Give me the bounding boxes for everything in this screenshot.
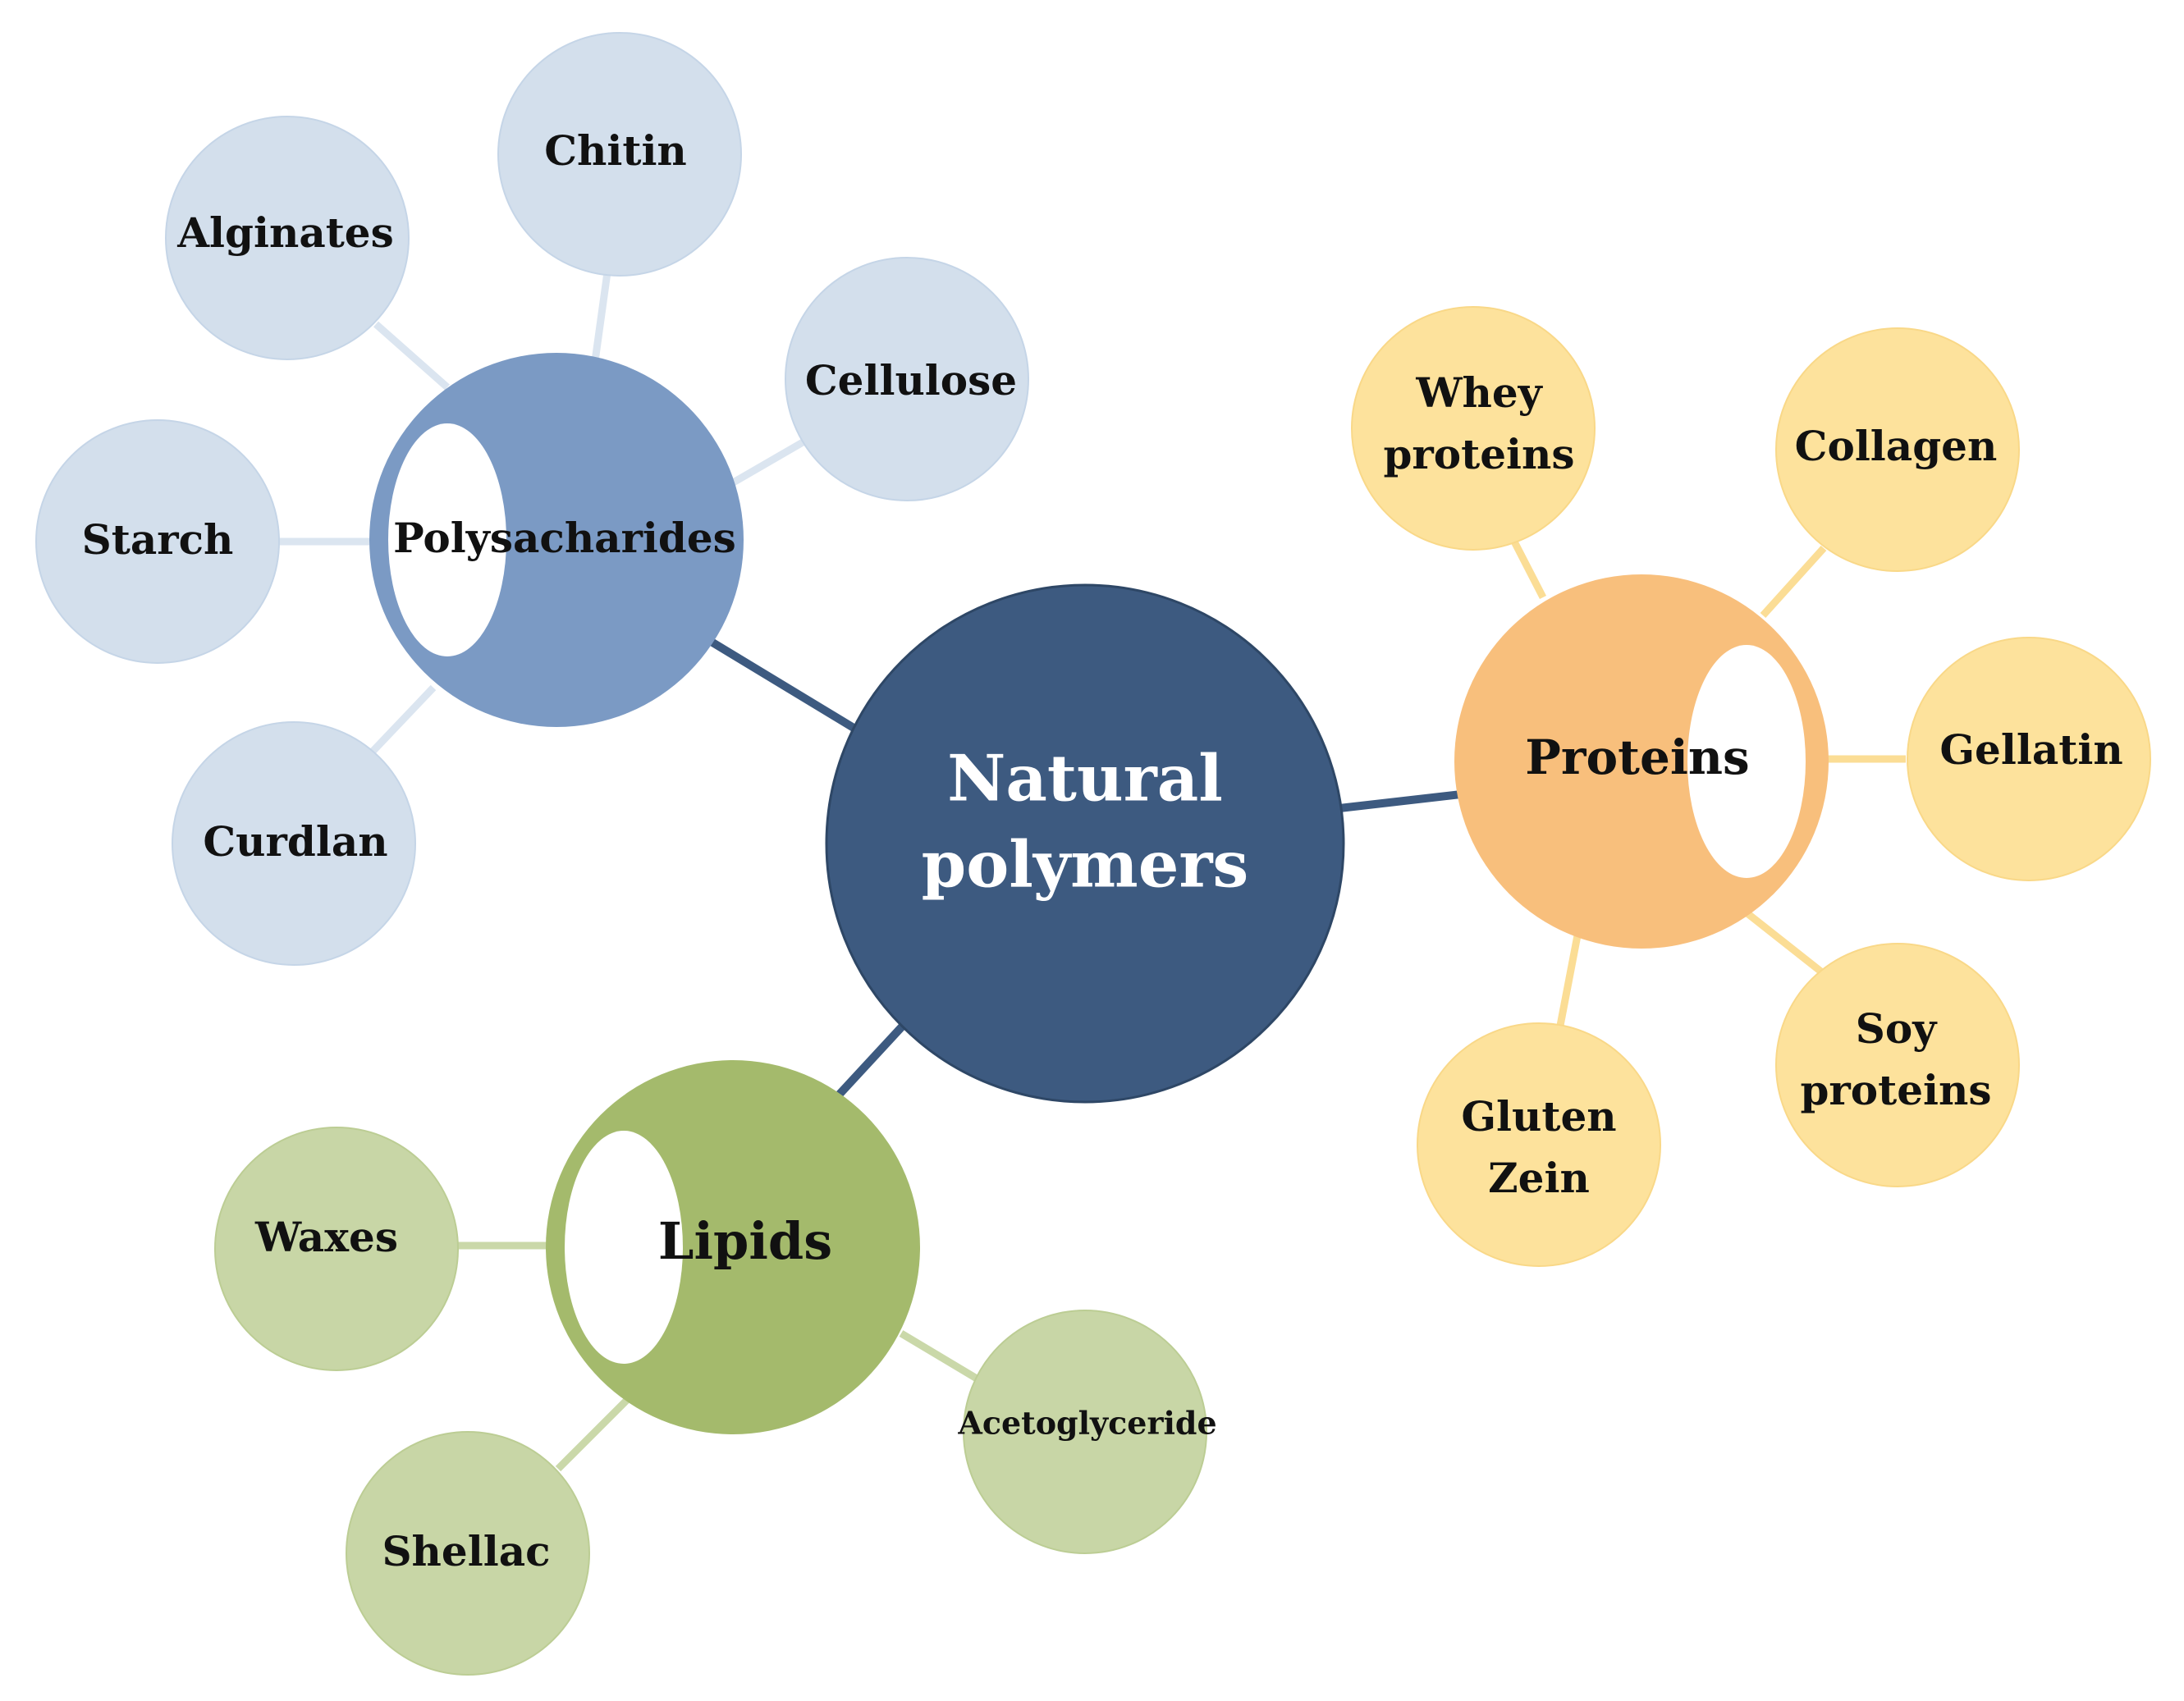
leaf-soy-label-line2: proteins [1800,1066,1991,1114]
link-center-proteins [1339,790,1462,812]
leaf-soy-circle [1775,943,2020,1187]
link-center-lipids [830,1022,906,1104]
leaf-curdlan: Curdlan [172,721,416,966]
center-node: Natural polymers [825,583,1345,1104]
leaf-chitin-label: Chitin [544,126,687,175]
leaf-chitin: Chitin [497,32,742,277]
leaf-collagen: Collagen [1775,327,2020,572]
leaf-alginates: Alginates [165,116,410,360]
leaf-alginates-circle [165,116,410,360]
lipids-leaves: Waxes Shellac Acetoglyceride [214,1127,1217,1676]
hub-proteins-label: Proteins [1525,729,1749,785]
leaf-acetoglyceride: Acetoglyceride [957,1310,1217,1554]
center-label-line2: polymers [922,828,1249,903]
leaf-whey-label-line1: Whey [1415,368,1543,417]
leaf-soy-label-line1: Soy [1856,1004,1938,1053]
leaf-shellac-circle [346,1431,590,1676]
link-proteins-gluten [1555,935,1582,1031]
leaf-starch-label: Starch [82,515,234,564]
hub-polysaccharides: Polysacharides [369,353,744,727]
link-proteins-soy [1742,908,1825,976]
hub-polysaccharides-label: Polysacharides [393,514,736,562]
leaf-gellatin: Gellatin [1907,637,2151,881]
link-proteins-collagen [1760,545,1827,619]
link-lipids-shellac [555,1396,631,1472]
link-poly-chitin [591,272,611,362]
lipids-connectors [456,1241,979,1472]
leaf-waxes-circle [214,1127,459,1371]
leaf-alginates-label: Alginates [176,208,394,257]
leaf-curdlan-label: Curdlan [203,817,387,866]
leaf-cellulose-label: Cellulose [805,356,1017,405]
leaf-shellac-label: Shellac [382,1527,550,1575]
hub-lipids-cutout [565,1131,683,1364]
link-poly-curdlan [366,684,437,758]
leaf-collagen-label: Collagen [1795,422,1998,470]
leaf-cellulose: Cellulose [785,257,1029,501]
leaf-gluten-zein: Gluten Zein [1417,1022,1661,1267]
hub-proteins-cutout [1687,645,1806,878]
leaf-waxes-label: Waxes [254,1213,398,1261]
hub-lipids: Lipids [546,1060,920,1434]
leaf-gellatin-label: Gellatin [1939,725,2122,774]
leaf-acetoglyceride-label: Acetoglyceride [957,1405,1216,1442]
polysaccharides-connectors [277,272,811,758]
leaf-starch: Starch [35,419,280,664]
leaf-starch-circle [35,419,280,664]
proteins-connectors [1510,539,1906,1031]
leaf-curdlan-circle [172,721,416,966]
leaf-shellac: Shellac [346,1431,590,1676]
hub-polysaccharides-cutout [388,423,506,656]
polysaccharides-leaves: Chitin Alginates Cellulose Starch Curdla… [35,32,1029,966]
link-poly-cellulose [728,436,811,487]
center-label-line1: Natural [947,742,1223,816]
proteins-leaves: Whey proteins Collagen Gellatin Soy prot… [1351,306,2151,1267]
leaf-gluten-label-line1: Gluten [1461,1092,1616,1141]
center-connectors [703,634,1462,1104]
hub-proteins: Proteins [1454,574,1829,949]
leaf-cellulose-circle [785,257,1029,501]
link-lipids-acetoglyceride [899,1330,979,1382]
center-circle [825,583,1345,1104]
leaf-acetoglyceride-circle [963,1310,1207,1554]
leaf-whey-proteins: Whey proteins [1351,306,1596,551]
leaf-collagen-circle [1775,327,2020,572]
leaf-whey-circle [1351,306,1596,551]
link-poly-alginates [373,321,450,391]
leaf-chitin-circle [497,32,742,277]
leaf-waxes: Waxes [214,1127,459,1371]
leaf-gellatin-circle [1907,637,2151,881]
leaf-gluten-circle [1417,1022,1661,1267]
leaf-whey-label-line2: proteins [1383,430,1574,478]
link-center-polysaccharides [703,634,860,734]
link-proteins-whey [1510,539,1547,600]
leaf-gluten-label-line2: Zein [1488,1154,1590,1202]
leaf-soy-proteins: Soy proteins [1775,943,2020,1187]
hub-lipids-label: Lipids [658,1211,832,1271]
